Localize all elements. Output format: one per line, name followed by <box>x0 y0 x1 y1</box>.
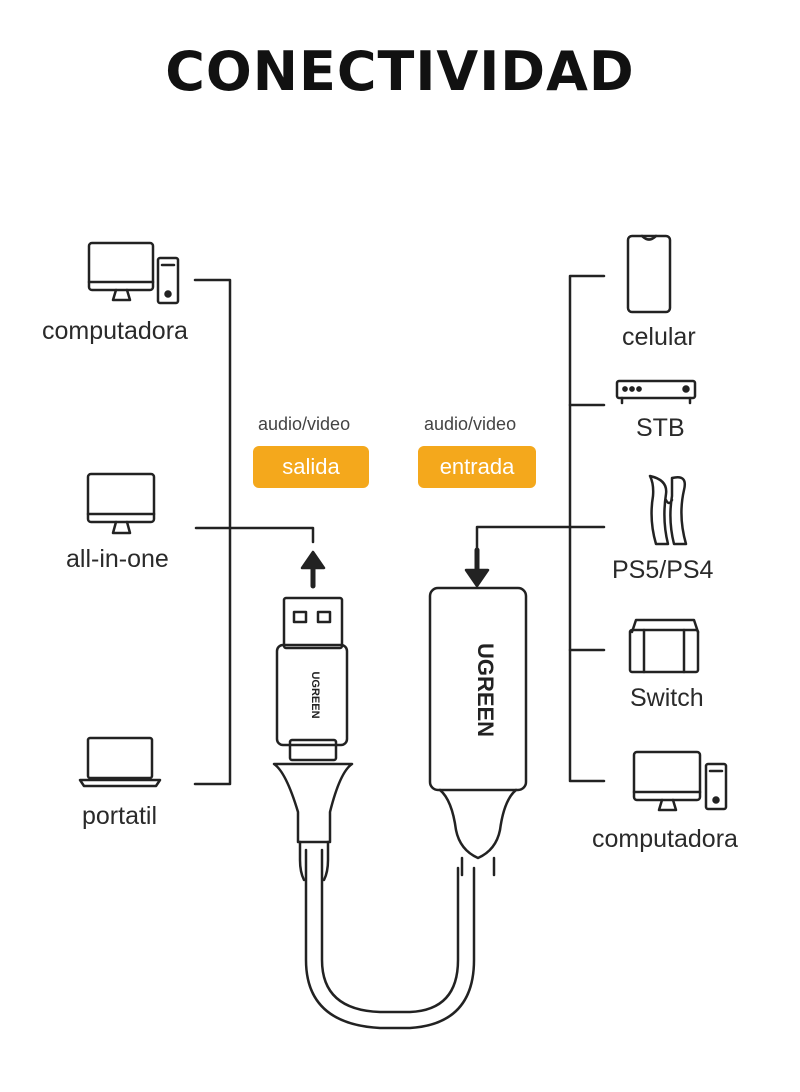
all-in-one-icon <box>86 472 156 535</box>
right-connector-bracket <box>475 274 606 783</box>
input-caption: audio/video <box>424 414 517 434</box>
phone-label: celular <box>622 323 696 351</box>
laptop-icon <box>78 736 162 788</box>
input-arrow-icon <box>464 547 490 588</box>
output-arrow-icon <box>300 550 326 589</box>
usb-plug-icon <box>272 596 354 882</box>
smartphone-icon <box>626 234 672 314</box>
switch-label: Switch <box>630 684 704 712</box>
playstation-icon <box>648 474 688 546</box>
receiver-brand-logo: UGREEN <box>473 643 498 737</box>
output-caption: audio/video <box>258 414 351 434</box>
hdmi-receiver-icon <box>428 586 528 877</box>
right-computer-label: computadora <box>592 825 738 853</box>
stb-label: STB <box>636 414 685 442</box>
output-badge: salida <box>253 446 369 488</box>
desktop-computer-icon <box>87 241 180 305</box>
set-top-box-icon <box>615 379 697 405</box>
desktop-computer-icon <box>632 750 728 812</box>
laptop-label: portatil <box>82 802 158 830</box>
usb-brand-logo: UGREEN <box>309 671 321 718</box>
cable <box>304 848 476 1030</box>
switch-console-icon <box>628 618 700 674</box>
left-connector-bracket <box>193 278 315 786</box>
playstation-label: PS5/PS4 <box>612 556 714 584</box>
page-title: CONECTIVIDAD <box>165 40 635 103</box>
left-computer-label: computadora <box>42 317 188 345</box>
all-in-one-label: all-in-one <box>66 545 169 573</box>
input-badge: entrada <box>418 446 536 488</box>
